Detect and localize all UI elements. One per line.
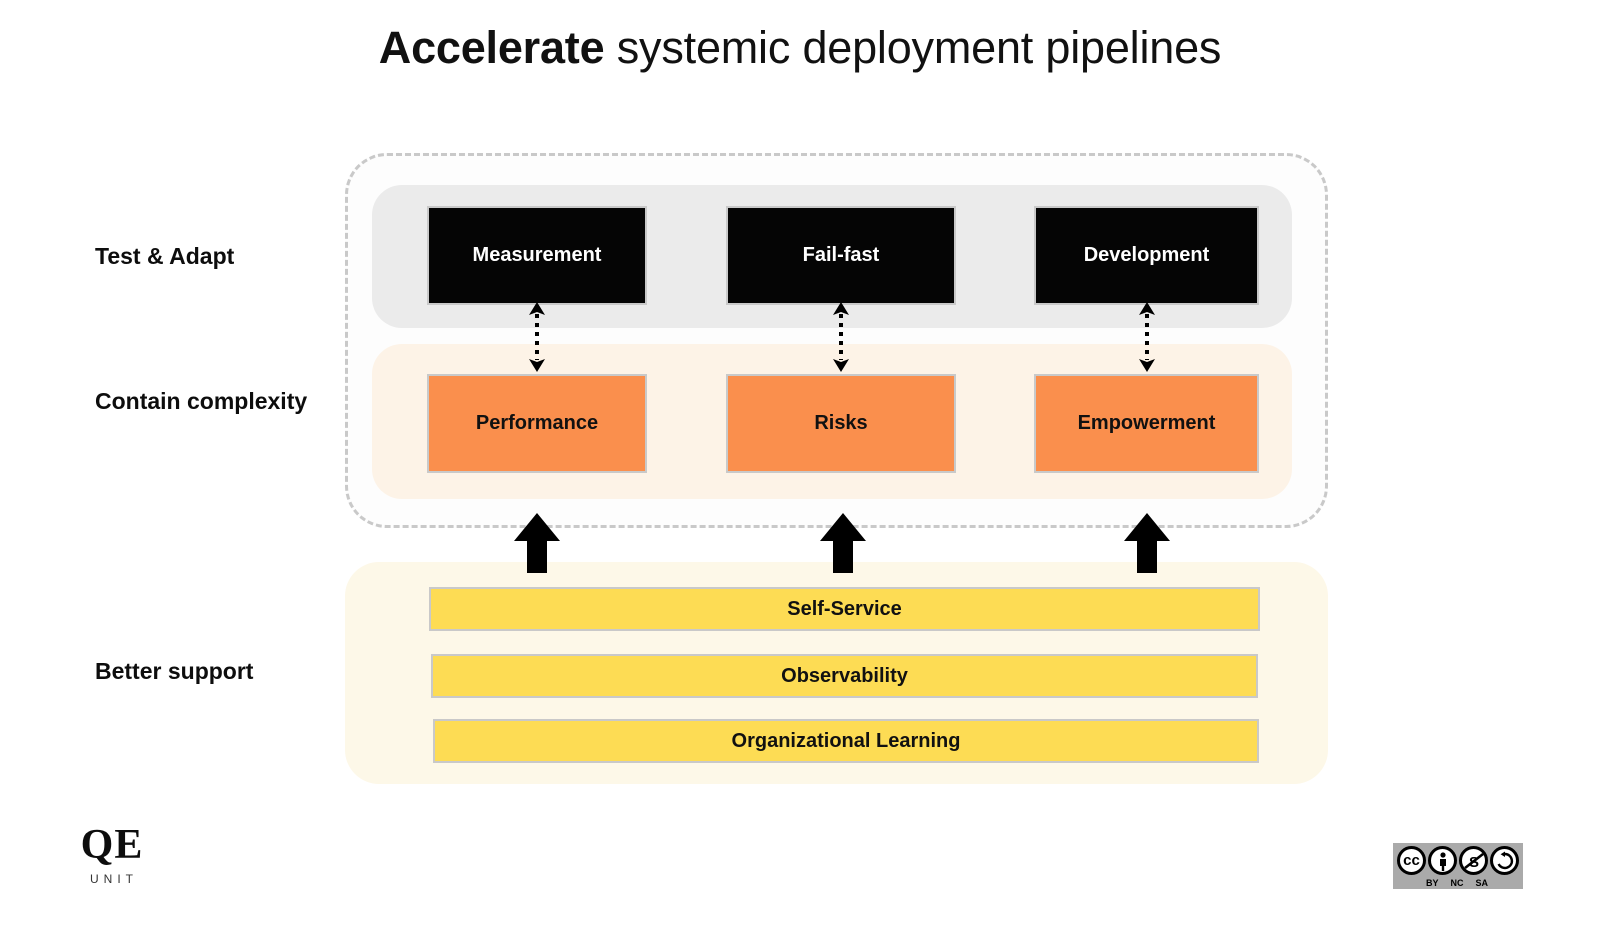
row-label-test-adapt: Test & Adapt xyxy=(95,243,235,269)
title-rest: systemic deployment pipelines xyxy=(604,22,1222,73)
bidirectional-dotted-arrow-icon xyxy=(529,302,545,372)
box-performance[interactable]: Performance xyxy=(427,374,647,473)
logo-mark: QE xyxy=(80,822,144,868)
bar-self-service[interactable]: Self-Service xyxy=(429,587,1260,631)
logo-wordmark: UNIT xyxy=(90,872,138,886)
cc-nc-nomoney-icon: S xyxy=(1459,846,1488,875)
up-arrow-icon xyxy=(514,513,560,573)
row-label-contain-complexity: Contain complexity xyxy=(95,388,308,414)
row-label-better-support: Better support xyxy=(95,658,254,684)
bidirectional-dotted-arrow-icon xyxy=(1139,302,1155,372)
cc-term-by: BY xyxy=(1426,878,1439,888)
bidirectional-dotted-arrow-icon xyxy=(833,302,849,372)
page-title: Accelerate systemic deployment pipelines xyxy=(0,22,1600,74)
up-arrow-icon xyxy=(820,513,866,573)
bar-observability[interactable]: Observability xyxy=(431,654,1258,698)
title-emphasis: Accelerate xyxy=(378,22,605,73)
bar-organizational-learning[interactable]: Organizational Learning xyxy=(433,719,1259,763)
qe-unit-logo: QE UNIT xyxy=(52,824,172,886)
box-measurement[interactable]: Measurement xyxy=(427,206,647,305)
cc-logo-icon: cc xyxy=(1397,846,1426,875)
cc-by-person-icon xyxy=(1428,846,1457,875)
creative-commons-badge: cc S BY NC xyxy=(1393,843,1523,889)
cc-icon-group: cc S xyxy=(1397,846,1519,875)
cc-term-labels: BY NC SA xyxy=(1393,878,1523,888)
up-arrow-icon xyxy=(1124,513,1170,573)
box-risks[interactable]: Risks xyxy=(726,374,956,473)
cc-term-sa: SA xyxy=(1475,878,1489,888)
cc-sa-sharealike-icon xyxy=(1490,846,1519,875)
box-empowerment[interactable]: Empowerment xyxy=(1034,374,1259,473)
cc-term-nc: NC xyxy=(1450,878,1464,888)
box-fail-fast[interactable]: Fail-fast xyxy=(726,206,956,305)
box-development[interactable]: Development xyxy=(1034,206,1259,305)
